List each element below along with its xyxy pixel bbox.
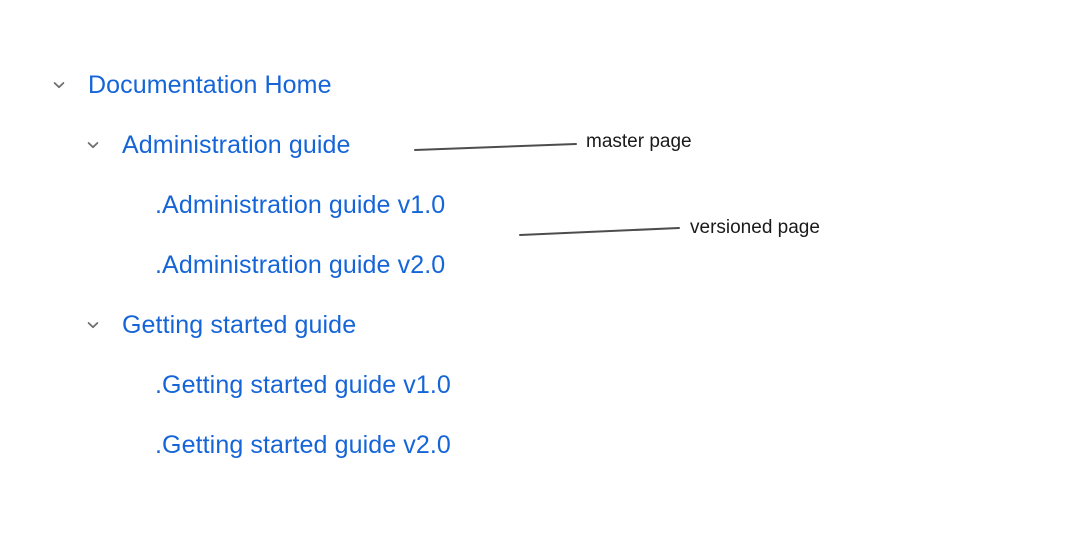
tree-node-label[interactable]: Administration guide: [122, 131, 351, 159]
tree-node-label[interactable]: Getting started guide: [122, 311, 357, 339]
tree-node-label[interactable]: .Administration guide v2.0: [155, 251, 446, 279]
chevron-down-icon[interactable]: [86, 318, 100, 332]
chevron-down-icon[interactable]: [86, 138, 100, 152]
tree-node-label[interactable]: .Getting started guide v1.0: [155, 371, 451, 399]
annotation-label-versioned-page: versioned page: [690, 217, 820, 238]
page-tree: Documentation Home Administration guide …: [52, 71, 451, 459]
tree-node-label[interactable]: .Administration guide v1.0: [155, 191, 446, 219]
tree-node-label[interactable]: .Getting started guide v2.0: [155, 431, 451, 459]
chevron-down-icon[interactable]: [52, 78, 66, 92]
tree-node-label[interactable]: Documentation Home: [88, 71, 332, 99]
